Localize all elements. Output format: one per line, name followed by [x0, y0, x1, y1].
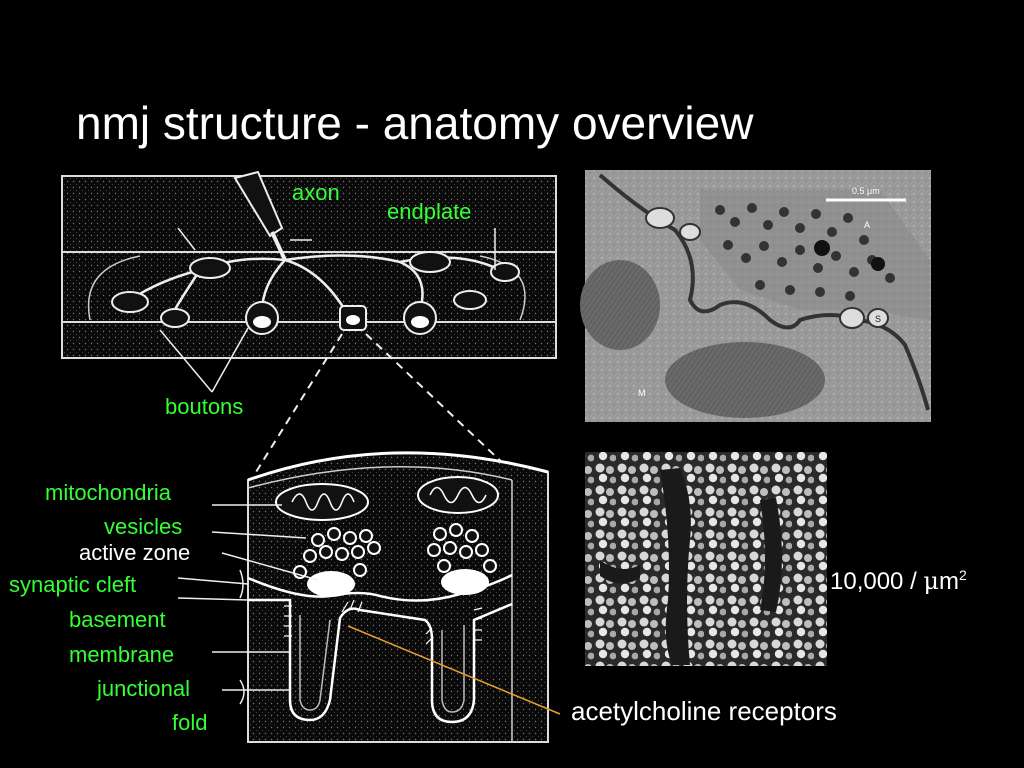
receptor-pointer-line: [347, 625, 561, 715]
density-mu: μ: [923, 567, 940, 595]
density-exponent: 2: [959, 567, 967, 583]
label-mitochondria: mitochondria: [45, 480, 171, 505]
label-endplate: endplate: [387, 199, 472, 224]
axon-shape: [233, 170, 284, 238]
electron-micrograph: 0.5 μm A S M: [580, 170, 931, 422]
label-active-zone: active zone: [79, 540, 191, 565]
label-pointers: [177, 504, 319, 705]
bouton-markers: [245, 301, 437, 335]
label-axon: axon: [292, 180, 340, 205]
vesicle-shapes: [293, 523, 497, 579]
label-acetylcholine-receptors: acetylcholine receptors: [571, 696, 837, 726]
label-boutons: boutons: [165, 394, 244, 419]
label-basement: basement: [69, 607, 166, 632]
marker-s: S: [875, 314, 881, 324]
density-value: 10,000 /: [830, 568, 924, 595]
zoom-lines: [255, 333, 509, 473]
label-vesicles: vesicles: [104, 514, 183, 539]
label-synaptic-cleft: synaptic cleft: [9, 572, 137, 597]
label-junctional: junctional: [97, 676, 190, 701]
label-fold: fold: [172, 710, 208, 735]
synapse-block-illustration: [247, 451, 549, 743]
label-membrane: membrane: [69, 642, 175, 667]
scale-bar-label: 0.5 μm: [852, 186, 880, 196]
density-unit: m: [939, 568, 960, 595]
active-zone-shapes: [307, 569, 489, 597]
marker-a: A: [864, 220, 870, 230]
receptor-density-label: 10,000 / μm2: [830, 568, 967, 594]
marker-m: M: [638, 388, 646, 398]
receptor-density-image: [585, 452, 827, 666]
muscle-fiber-illustration: [61, 170, 557, 393]
page-title: nmj structure - anatomy overview: [76, 97, 754, 149]
